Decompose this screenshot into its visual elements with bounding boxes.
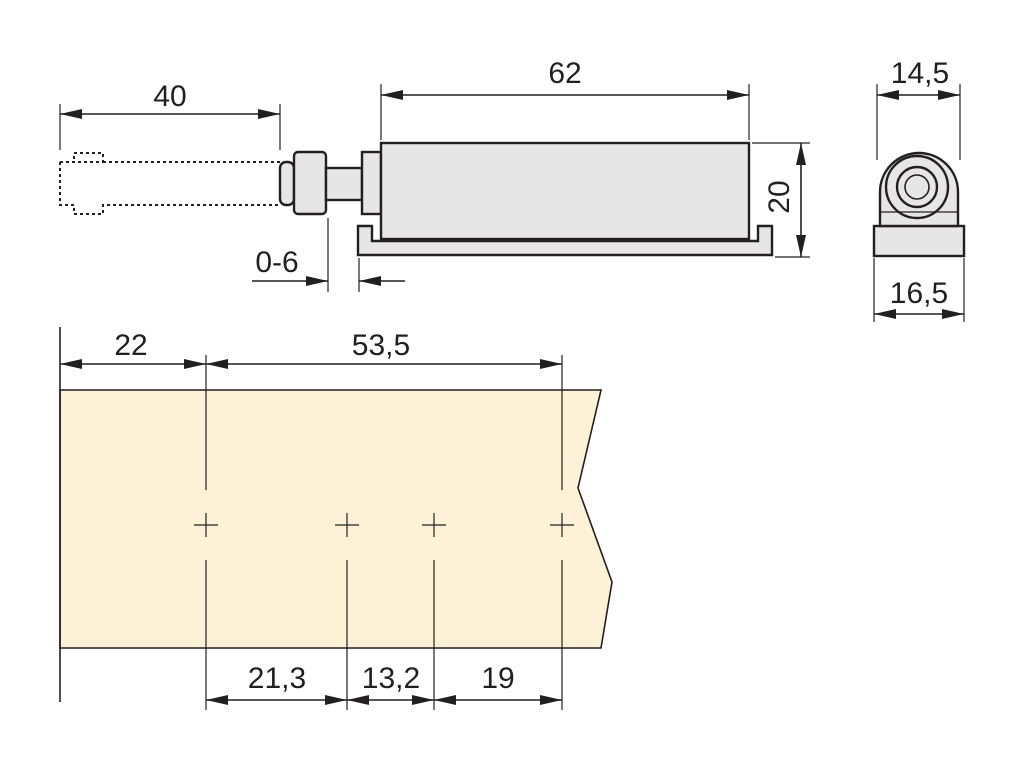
dimension-adjust-range: 0-6 <box>252 218 405 292</box>
cabinet-panel <box>59 327 613 702</box>
dimension-hole-gap-3: 19 <box>434 662 562 705</box>
latch-end-view <box>872 151 966 258</box>
dimension-label-14-5: 14,5 <box>891 57 949 90</box>
dimension-label-22: 22 <box>114 329 147 362</box>
end-view-inner-ring <box>895 165 939 209</box>
dimension-label-40: 40 <box>153 80 186 113</box>
dimension-label-62: 62 <box>548 57 581 90</box>
dimension-label-21-3: 21,3 <box>248 662 306 695</box>
plunger-flange <box>360 150 383 216</box>
dimension-label-13-2: 13,2 <box>362 662 420 695</box>
plunger-pin <box>278 160 296 207</box>
dimension-hole-span: 53,5 <box>206 329 562 369</box>
panel-board <box>59 389 613 649</box>
end-view-base <box>872 224 966 258</box>
dimension-label-53-5: 53,5 <box>352 329 410 362</box>
dimension-label-0-6: 0-6 <box>255 246 298 279</box>
hole-marker-4 <box>550 513 574 537</box>
hole-marker-3 <box>422 513 446 537</box>
dimension-edge-to-first-hole: 22 <box>60 329 206 369</box>
plunger-neck <box>324 166 364 202</box>
dimension-hole-gap-1: 21,3 <box>206 662 347 705</box>
mounting-rail <box>356 224 774 257</box>
drilling-holes <box>194 355 574 710</box>
dimension-label-20: 20 <box>763 180 796 213</box>
dimension-body-length: 62 <box>380 57 750 140</box>
dimension-label-19: 19 <box>481 662 514 695</box>
hole-marker-1 <box>194 513 218 537</box>
dimension-end-top-width: 14,5 <box>876 57 961 160</box>
plunger-collar <box>292 150 328 216</box>
end-view-pin <box>904 174 930 200</box>
dimension-label-16-5: 16,5 <box>890 277 948 310</box>
dimension-pin-length: 40 <box>59 80 281 150</box>
pin-extended-dashed <box>59 152 280 215</box>
latch-side-view <box>59 141 774 257</box>
latch-body <box>379 141 751 241</box>
hole-marker-2 <box>335 513 359 537</box>
dimension-hole-gap-2: 13,2 <box>347 662 434 705</box>
dimension-end-base-width: 16,5 <box>873 258 965 322</box>
dimension-body-height: 20 <box>752 142 810 258</box>
